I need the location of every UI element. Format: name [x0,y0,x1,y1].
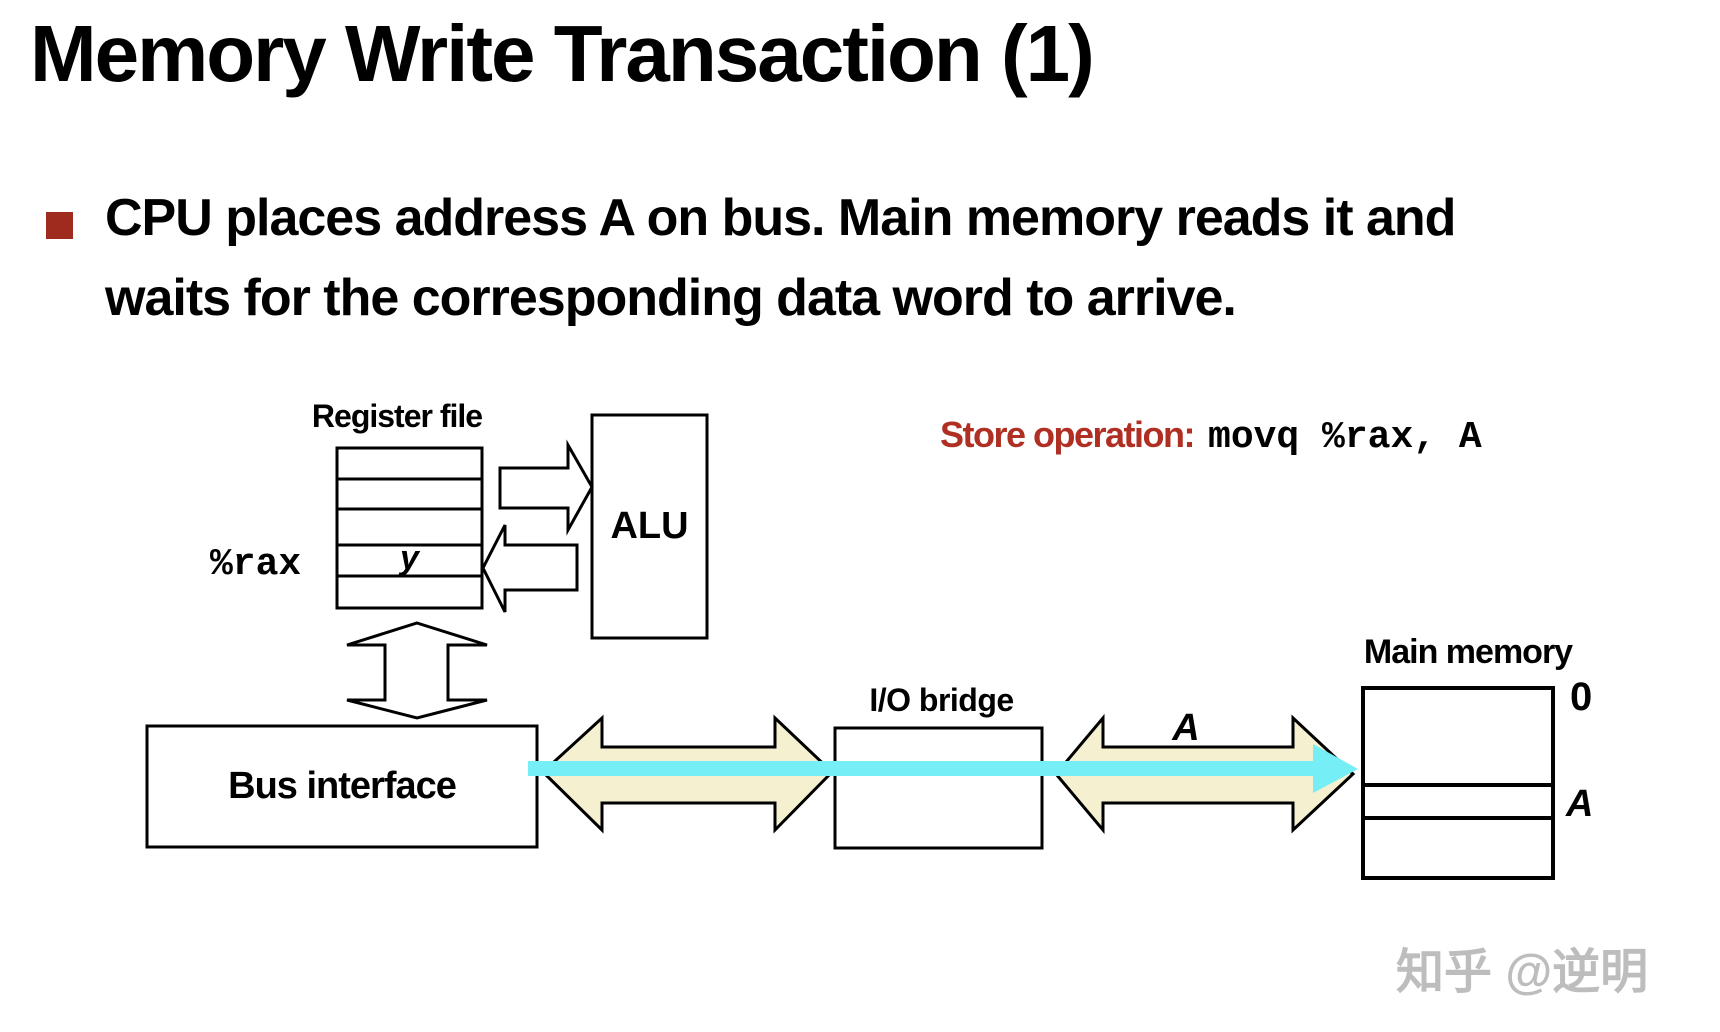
alu-label: ALU [610,505,689,547]
bus-interface-box [145,724,539,849]
bus-interface-label: Bus interface [228,765,457,807]
store-operation-line: Store operation: movq %rax, A [940,414,1482,459]
register-file-box [335,446,484,610]
io-bridge-box [833,726,1044,850]
rax-register-label: %rax [210,543,302,586]
address-flow-arrowhead-icon [1313,744,1358,793]
main-memory-label: Main memory [1363,633,1573,671]
register-file-label: Register file [311,398,483,434]
bullet-line-1: CPU places address A on bus. Main memory… [105,189,1456,247]
alu-box [590,413,709,640]
store-operation-code: movq %rax, A [1208,416,1482,459]
bullet-text: CPU places address A on bus. Main memory… [105,178,1456,338]
io-bridge-label: I/O bridge [869,682,1014,718]
bus-address-label: A [1172,707,1200,749]
page-title: Memory Write Transaction (1) [30,9,1095,98]
bullet-line-2: waits for the corresponding data word to… [105,269,1237,327]
rax-register-value: y [400,539,419,577]
memory-address-zero-label: 0 [1570,675,1593,719]
regfile-businterface-double-arrow-icon [346,621,488,720]
alu-to-regfile-arrow-icon [481,524,579,613]
watermark: 知乎 @逆明 [1396,946,1649,999]
bullet-marker [46,212,73,239]
address-flow-highlight [528,761,1313,776]
regfile-to-alu-arrow-icon [498,439,594,536]
memory-address-a-label: A [1566,783,1594,825]
store-operation-label: Store operation: [940,414,1196,455]
